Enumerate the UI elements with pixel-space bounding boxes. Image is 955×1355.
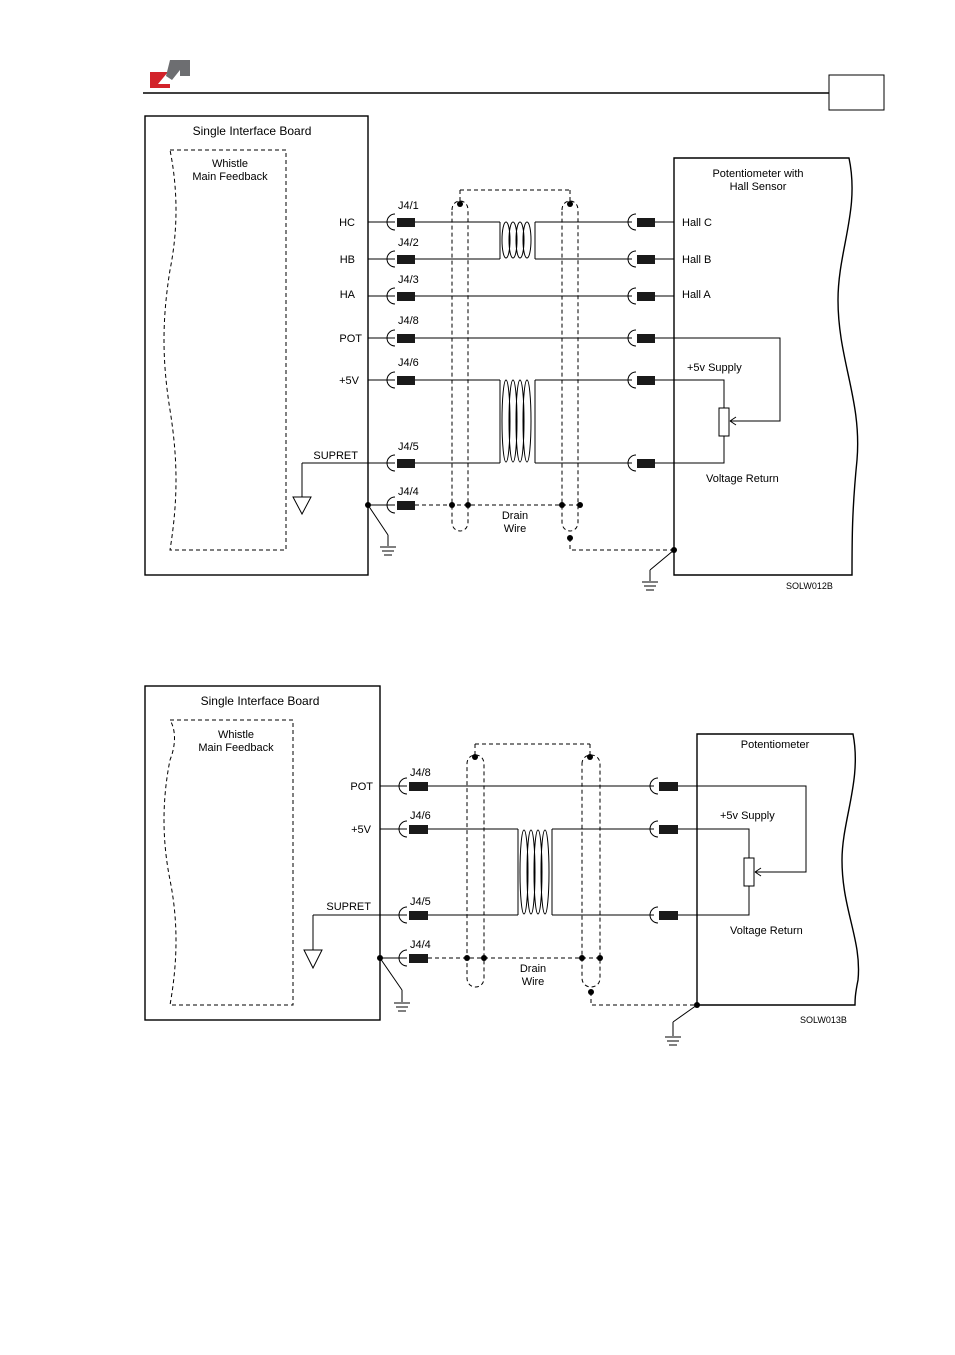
potentiometer-symbol <box>678 785 807 916</box>
twisted-pair-hall <box>499 221 536 259</box>
potentiometer-symbol <box>655 337 781 464</box>
module-title-line1: Whistle <box>212 158 248 170</box>
diagram-potentiometer: Single Interface Board Whistle Main Feed… <box>144 685 860 1046</box>
interface-board-box <box>144 115 369 576</box>
right-connectors <box>649 777 678 924</box>
device-box <box>696 733 860 1006</box>
diagram-potentiometer-hall-sensor: Single Interface Board Whistle Main Feed… <box>144 115 859 591</box>
pin-label: J4/8 <box>410 767 431 779</box>
return-label: Voltage Return <box>706 473 779 485</box>
device-title: Potentiometer <box>741 739 810 751</box>
signal-label: POT <box>339 333 362 345</box>
drain-label-line1: Drain <box>502 510 528 522</box>
signal-label: HA <box>340 289 356 301</box>
device-title-line1: Potentiometer with <box>712 168 803 180</box>
supply-label: +5v Supply <box>687 362 742 374</box>
module-title-line2: Main Feedback <box>192 171 268 183</box>
chassis-ground-left <box>365 502 396 556</box>
signal-label: +5V <box>351 824 372 836</box>
drain-wire <box>415 502 677 553</box>
chassis-ground-right <box>665 1004 698 1046</box>
supply-label: +5v Supply <box>720 810 775 822</box>
interface-board-title: Single Interface Board <box>201 694 320 708</box>
pin-label: J4/4 <box>410 939 431 951</box>
device-pin-label: Hall B <box>682 254 711 266</box>
module-title-line1: Whistle <box>218 729 254 741</box>
drain-label-line2: Wire <box>522 976 545 988</box>
left-connectors <box>313 777 428 967</box>
right-connectors <box>627 213 674 472</box>
company-logo <box>150 60 190 88</box>
device-pin-label: Hall C <box>682 217 712 229</box>
supret-ground-symbol <box>303 915 323 970</box>
interface-board-box <box>144 685 381 1021</box>
drain-label-line1: Drain <box>520 963 546 975</box>
signal-label: +5V <box>339 375 360 387</box>
signal-label: HB <box>340 254 355 266</box>
device-pin-label: Hall A <box>682 289 711 301</box>
cable-shield <box>451 189 579 532</box>
signal-label: HC <box>339 217 355 229</box>
pin-label: J4/1 <box>398 200 419 212</box>
whistle-module-outline <box>163 149 287 551</box>
return-label: Voltage Return <box>730 925 803 937</box>
chassis-ground-left <box>377 955 410 1012</box>
chassis-ground-right <box>642 549 675 591</box>
module-title-line2: Main Feedback <box>198 742 274 754</box>
pin-label: J4/8 <box>398 315 419 327</box>
signal-label: SUPRET <box>313 450 358 462</box>
supret-ground-symbol <box>292 463 312 516</box>
figure-id: SOLW013B <box>800 1015 847 1025</box>
device-box <box>673 157 859 576</box>
cable-shield <box>466 743 601 988</box>
page-number-box <box>828 74 885 111</box>
pin-label: J4/5 <box>398 441 419 453</box>
left-connectors <box>302 213 415 514</box>
drain-wire <box>428 955 700 1008</box>
device-title-line2: Hall Sensor <box>730 181 787 193</box>
pin-label: J4/6 <box>410 810 431 822</box>
pin-label: J4/4 <box>398 486 419 498</box>
drain-label-line2: Wire <box>504 523 527 535</box>
whistle-module-outline <box>163 719 294 1006</box>
pin-label: J4/5 <box>410 896 431 908</box>
interface-board-title: Single Interface Board <box>193 124 312 138</box>
pin-label: J4/2 <box>398 237 419 249</box>
figure-id: SOLW012B <box>786 581 833 591</box>
pin-label: J4/3 <box>398 274 419 286</box>
twisted-pair-supply <box>517 829 553 915</box>
signal-label: POT <box>350 781 373 793</box>
signal-label: SUPRET <box>326 901 371 913</box>
pin-label: J4/6 <box>398 357 419 369</box>
twisted-pair-supply <box>499 379 536 463</box>
